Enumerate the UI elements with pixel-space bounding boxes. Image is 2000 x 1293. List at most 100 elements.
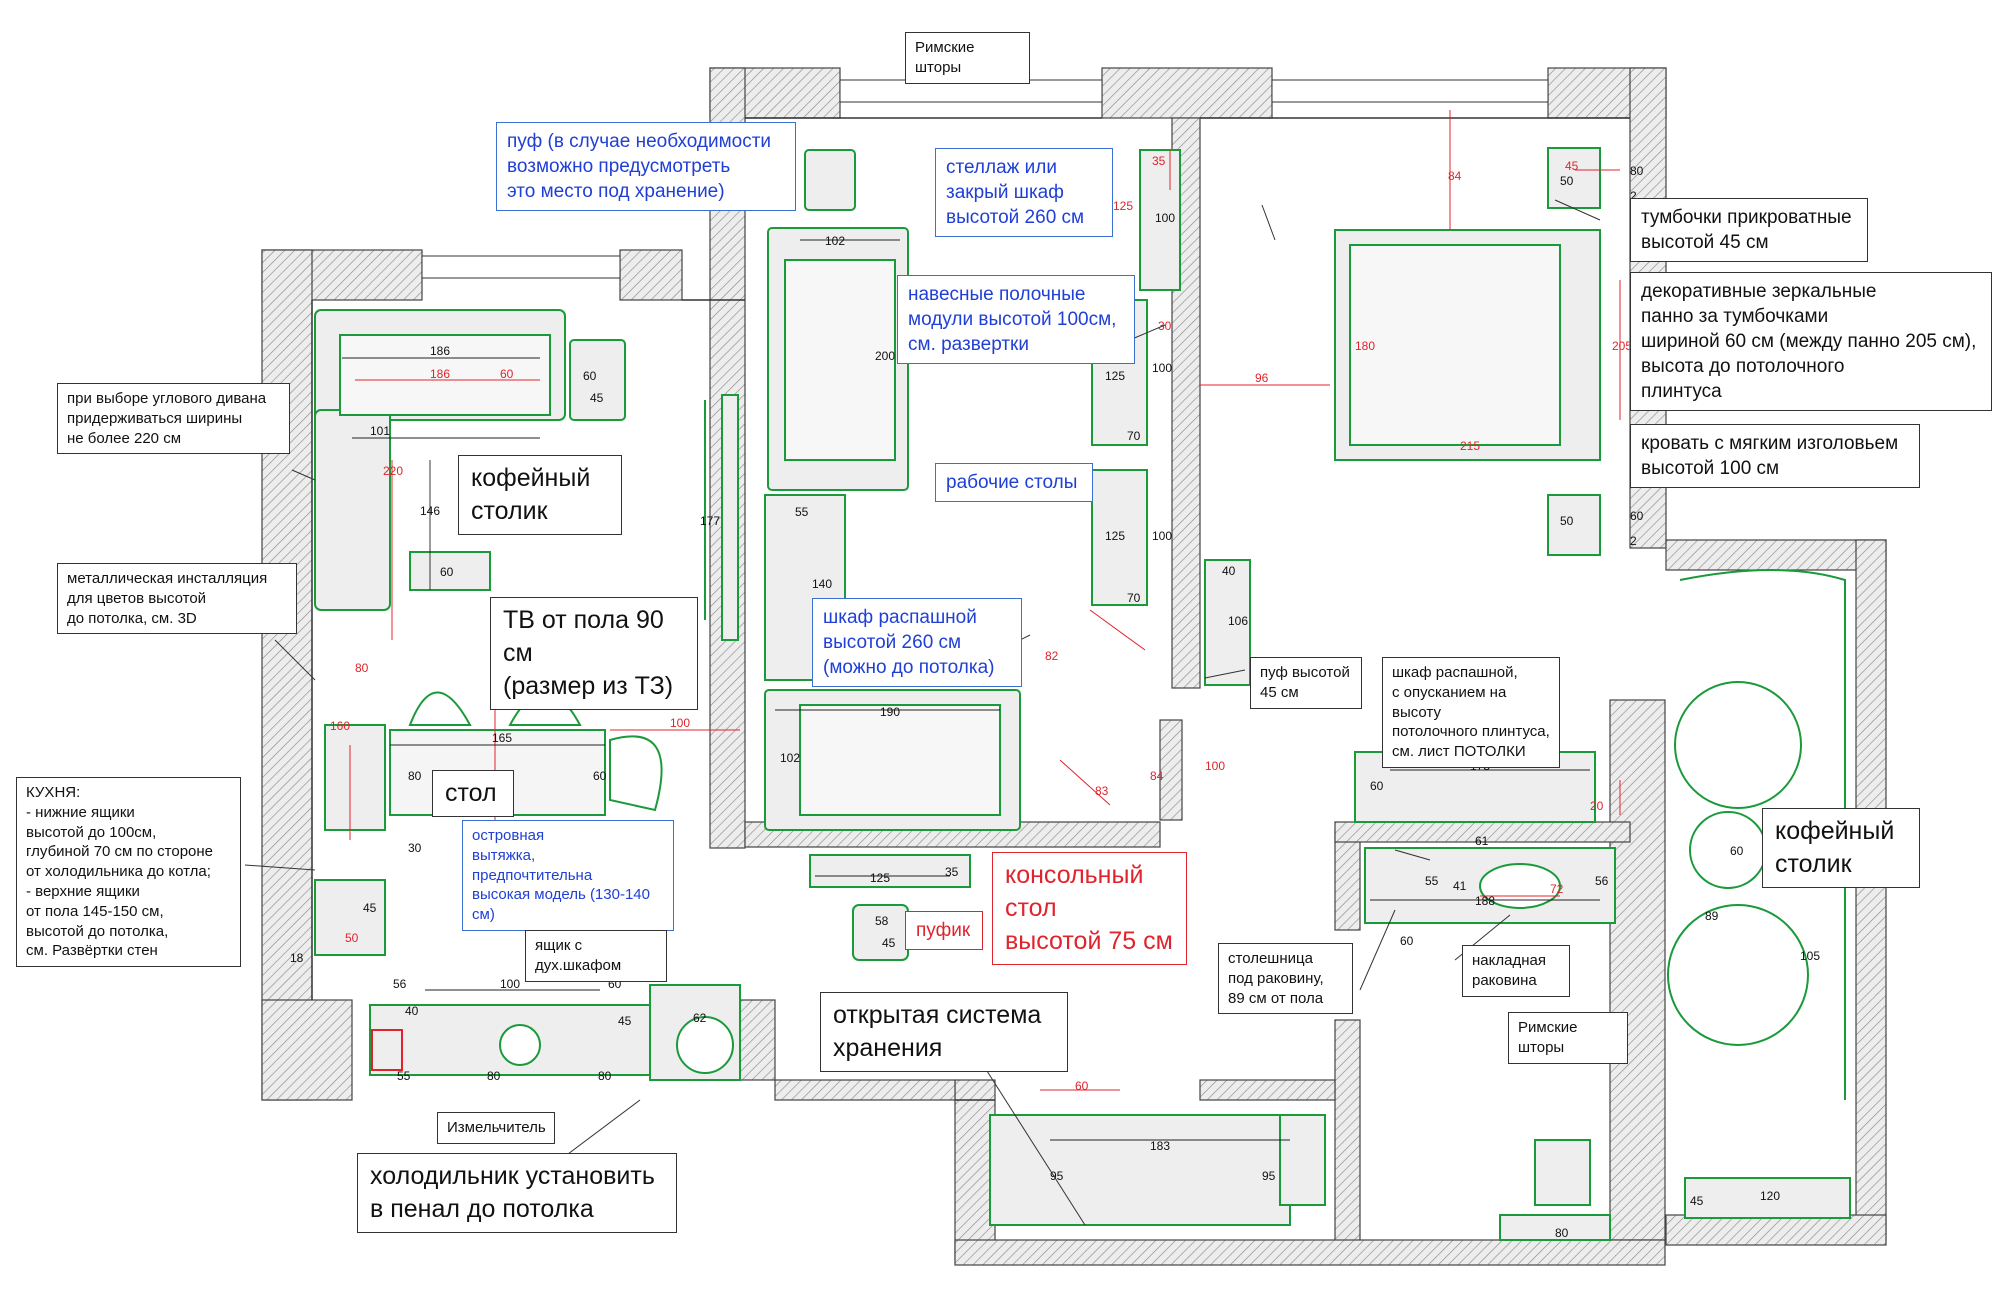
callout-stoleshnitsa: столешница под раковину, 89 см от пола [1218, 943, 1353, 1015]
toilet [1534, 1139, 1591, 1206]
dim-102b: 102 [780, 751, 800, 765]
dim-70b: 70 [1127, 591, 1141, 605]
bed-lower-sheet [799, 704, 1001, 816]
dim-84a: 84 [1150, 769, 1164, 783]
wall-left-outer [261, 249, 313, 1101]
dim-56b: 56 [1595, 874, 1609, 888]
dim-55: 55 [397, 1069, 411, 1083]
window-living [421, 255, 621, 279]
dim-60i: 60 [1730, 844, 1744, 858]
callout-kholodilnik: холодильник установить в пенал до потолк… [357, 1153, 677, 1233]
dim-41: 41 [1453, 879, 1467, 893]
wall-balcony-right [1855, 539, 1887, 1241]
callout-rabochie: рабочие столы [935, 463, 1093, 503]
dim-35a: 35 [945, 865, 959, 879]
washbasin [1479, 863, 1561, 909]
chair-1 [408, 691, 472, 726]
dim-220: 220 [383, 464, 403, 478]
callout-kukhnya: КУХНЯ: - нижние ящики высотой до 100см, … [16, 777, 241, 968]
callout-stellazh: стеллаж или закрый шкаф высотой 260 см [935, 148, 1113, 238]
pouf-top [804, 149, 856, 211]
dim-40a: 40 [405, 1004, 419, 1018]
dim-80d: 80 [598, 1069, 612, 1083]
dim-56: 56 [393, 977, 407, 991]
dim-30: 30 [408, 841, 422, 855]
dim-60j: 60 [1075, 1079, 1089, 1093]
balcony-plants [1679, 569, 1846, 1100]
dim-61: 61 [1475, 834, 1489, 848]
dim-45e: 45 [1565, 159, 1579, 173]
bed-upper-sheet [784, 259, 896, 461]
dim-102a: 102 [825, 234, 845, 248]
dim-60b: 60 [583, 369, 597, 383]
dim-190: 190 [880, 705, 900, 719]
dim-183: 183 [1150, 1139, 1170, 1153]
dim-95a: 95 [1050, 1169, 1064, 1183]
dim-45c: 45 [618, 1014, 632, 1028]
callout-kofeyny-left: кофейный столик [458, 455, 622, 535]
dim-140: 140 [812, 577, 832, 591]
dim-125b: 125 [1113, 199, 1133, 213]
wall-left-top2 [619, 249, 683, 301]
dim-60c: 60 [440, 565, 454, 579]
oven-box [314, 879, 386, 956]
dim-40b: 40 [1222, 564, 1236, 578]
bed-main-sheet [1349, 244, 1561, 446]
dining-bench [324, 724, 386, 831]
callout-puf-45: пуф высотой 45 см [1250, 657, 1362, 709]
sofa-side [314, 409, 391, 611]
wall-balcony-bottom [1665, 1214, 1887, 1246]
callout-nakladnaya: накладная раковина [1462, 945, 1570, 997]
dim-100f: 100 [1205, 759, 1225, 773]
wall-corridor-top [774, 1079, 956, 1101]
dim-72: 72 [1550, 882, 1564, 896]
callout-yashchik: ящик с дух.шкафом [525, 930, 667, 982]
dim-100a: 100 [670, 716, 690, 730]
callout-pufik: пуфик [905, 911, 983, 951]
dim-55c: 55 [1425, 874, 1439, 888]
balcony-bench [1684, 1177, 1851, 1219]
dim-50: 50 [345, 931, 359, 945]
dim-70a: 70 [1127, 429, 1141, 443]
dim-58: 58 [875, 914, 889, 928]
dim-83: 83 [1095, 784, 1109, 798]
wall-bath-left [1334, 829, 1361, 931]
dim-20: 20 [1590, 799, 1604, 813]
callout-navesnye: навесные полочные модули высотой 100см, … [897, 275, 1135, 365]
balcony-table [1689, 811, 1767, 889]
wall-kitchen-right-bottom [739, 999, 776, 1081]
callout-metall: металлическая инсталляция для цветов выс… [57, 563, 297, 635]
dim-125a: 125 [870, 871, 890, 885]
dim-186a: 186 [430, 344, 450, 358]
dim-55b: 55 [795, 505, 809, 519]
callout-otkrytaya: открытая система хранения [820, 992, 1068, 1072]
callout-izmelchitel: Измельчитель [437, 1112, 555, 1144]
dim-45b: 45 [363, 901, 377, 915]
desk-lower [1091, 469, 1148, 606]
wall-bedroom-divider-low [1159, 719, 1183, 821]
dim-120: 120 [1760, 1189, 1780, 1203]
dim-35b: 35 [1152, 154, 1166, 168]
dim-96: 96 [1255, 371, 1269, 385]
dim-80e: 80 [1630, 164, 1644, 178]
callout-shkaf-potolki: шкаф распашной, с опусканием на высоту п… [1382, 657, 1560, 768]
dim-60f: 60 [1630, 509, 1644, 523]
dim-80c: 80 [487, 1069, 501, 1083]
dim-125c: 125 [1105, 369, 1125, 383]
dim-89: 89 [1705, 909, 1719, 923]
sink [499, 1024, 541, 1066]
dim-80f: 80 [1555, 1226, 1569, 1240]
wall-balcony-top [1665, 539, 1887, 571]
wall-center-top2 [1101, 67, 1273, 119]
callout-rimskie-top: Римские шторы [905, 32, 1030, 84]
dim-lines-black [342, 239, 1600, 1141]
callout-tv: ТВ от пола 90 см (размер из ТЗ) [490, 597, 698, 710]
furniture [314, 147, 1851, 1241]
balcony-chair-1 [1674, 681, 1802, 809]
chair-3 [609, 735, 663, 812]
window-bedroom [1271, 79, 1549, 103]
dim-50b: 50 [1560, 514, 1574, 528]
callout-vytyazhka: островная вытяжка, предпочтительна высок… [462, 820, 674, 931]
callout-uglovoy-divan: при выборе углового дивана придерживатьс… [57, 383, 290, 455]
